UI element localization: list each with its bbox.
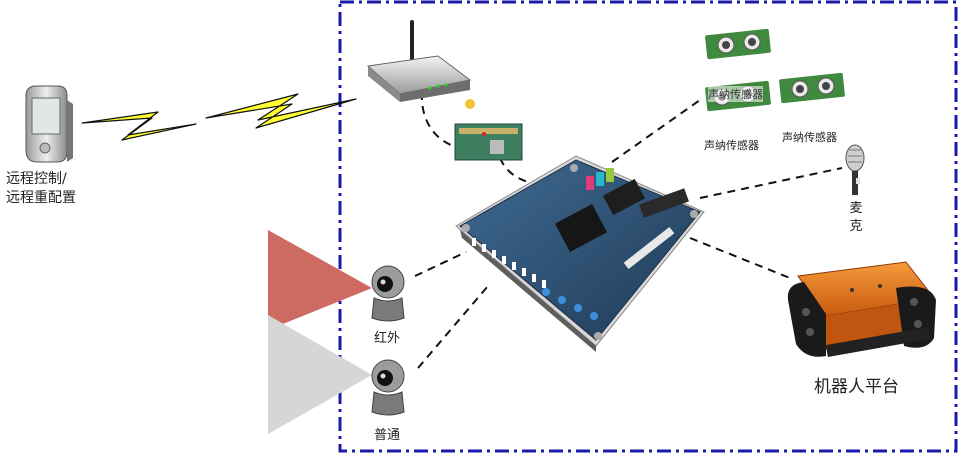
robot-platform-label: 机器人平台 [814, 377, 899, 397]
tracked-robot-icon [787, 261, 936, 357]
remote-label: 远程控制/ 远程重配置 [6, 170, 76, 208]
connection-lines [414, 91, 843, 369]
normal-camera-label: 普通 [374, 428, 401, 443]
sonar-label-1: 声纳传感器 [704, 139, 759, 152]
board-to-robot-line [689, 237, 791, 279]
fpga-board-icon [455, 155, 705, 352]
sonar-sensor-icon [705, 28, 771, 60]
remote-label-line1: 远程控制/ [6, 171, 67, 187]
normal-cam-to-board-line [417, 285, 489, 369]
wireless-signal-icon [81, 93, 357, 141]
sonar-overlay-label: 声纳传感器 [708, 86, 763, 102]
infrared-camera-label: 红外 [374, 331, 401, 346]
infrared-cam-to-board-line [414, 251, 467, 277]
sonar-sensor-icon [779, 72, 845, 104]
board-to-sonar-line [611, 99, 701, 163]
normal-field-triangle [268, 315, 372, 434]
remote-label-line2: 远程重配置 [6, 190, 76, 206]
microphone-label-char2: 克 [849, 219, 863, 234]
sonar-label-2: 声纳传感器 [782, 131, 837, 144]
infrared-field-triangle [268, 230, 372, 330]
webcam-icon [371, 265, 405, 322]
pda-icon [25, 85, 73, 163]
adapter-board-icon [454, 123, 523, 161]
wireless-router-icon [366, 20, 475, 109]
webcam-icon [371, 359, 405, 416]
board-to-mic-line [699, 167, 843, 199]
microphone-label-char1: 麦 [849, 201, 863, 216]
adapter-to-board-line [499, 157, 529, 183]
system-boundary [338, 0, 958, 453]
microphone-label: 麦 克 [848, 200, 864, 236]
microphone-icon [845, 144, 865, 195]
